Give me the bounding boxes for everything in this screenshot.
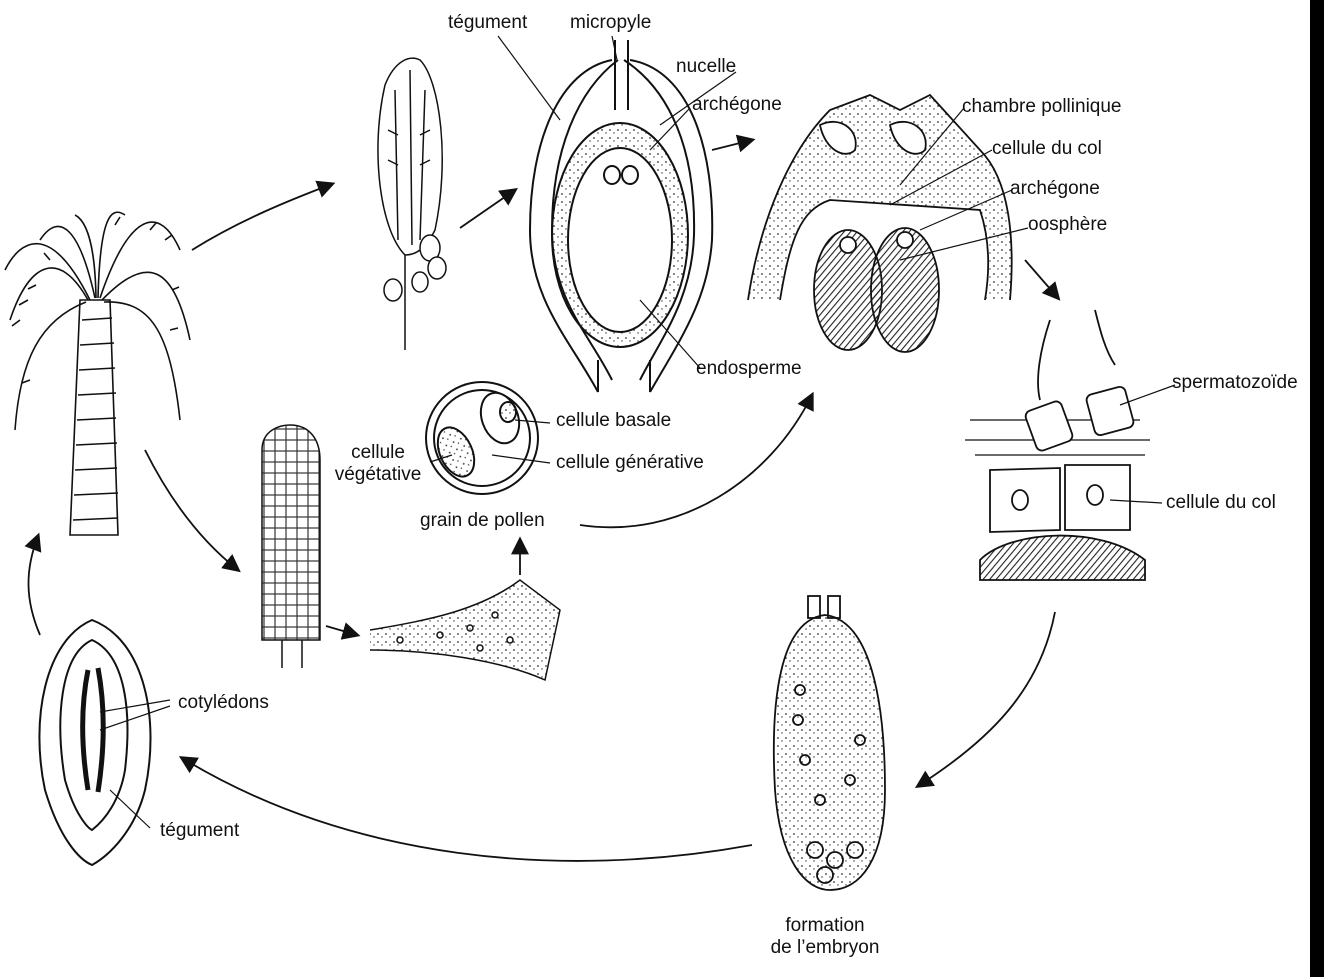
- label-cellule-vegetative: cellule végétative: [328, 442, 428, 486]
- label-cotyledons: cotylédons: [178, 692, 269, 714]
- label-tegument-top: tégument: [448, 12, 527, 34]
- cycad-plant-illustration: [5, 212, 190, 535]
- male-cone-illustration: [262, 425, 320, 668]
- label-grain-de-pollen: grain de pollen: [420, 510, 545, 532]
- label-archegone-top: archégone: [692, 94, 782, 116]
- embryo-formation-illustration: [774, 596, 885, 890]
- label-tegument-bottom: tégument: [160, 820, 239, 842]
- label-cellule-vegetative-line1: cellule: [328, 442, 428, 464]
- arrow-chamber-to-fertilization: [1025, 260, 1058, 298]
- label-cellule-du-col-top: cellule du col: [992, 138, 1102, 160]
- arrow-ovule-to-chamber: [712, 140, 752, 150]
- label-cellule-generative: cellule générative: [556, 452, 704, 474]
- label-formation-line2: de l’embryon: [760, 937, 890, 959]
- arrow-embryo-to-seed: [182, 758, 752, 861]
- label-formation-line1: formation: [760, 915, 890, 937]
- label-endosperme: endosperme: [696, 358, 802, 380]
- ovule-section-illustration: [530, 40, 712, 392]
- pollen-grain-illustration: [426, 382, 538, 494]
- label-cellule-basale: cellule basale: [556, 410, 671, 432]
- arrow-plant-to-cone: [145, 450, 238, 570]
- label-micropyle: micropyle: [570, 12, 651, 34]
- label-spermatozoide: spermatozoïde: [1172, 372, 1298, 394]
- fertilization-detail-illustration: [965, 310, 1150, 580]
- label-oosphere: oosphère: [1028, 214, 1107, 236]
- label-formation-embryon: formation de l’embryon: [760, 915, 890, 959]
- label-archegone-right: archégone: [1010, 178, 1100, 200]
- label-cellule-vegetative-line2: végétative: [328, 464, 428, 486]
- right-edge-border: [1310, 0, 1324, 977]
- seed-illustration: [39, 620, 150, 865]
- megasporophyll-illustration: [378, 58, 446, 350]
- label-chambre-pollinique: chambre pollinique: [962, 96, 1122, 118]
- label-cellule-du-col-bottom: cellule du col: [1166, 492, 1276, 514]
- pollen-chamber-illustration: [748, 95, 1012, 352]
- microsporophyll-illustration: [370, 580, 560, 680]
- arrow-cone-to-microsporophyll: [326, 626, 357, 635]
- arrow-megasporophyll-to-ovule: [460, 190, 515, 228]
- arrow-plant-to-megasporophyll: [192, 184, 332, 250]
- arrow-seed-to-plant: [28, 536, 40, 635]
- arrow-fertilization-to-embryo: [918, 612, 1055, 786]
- label-nucelle: nucelle: [676, 56, 736, 78]
